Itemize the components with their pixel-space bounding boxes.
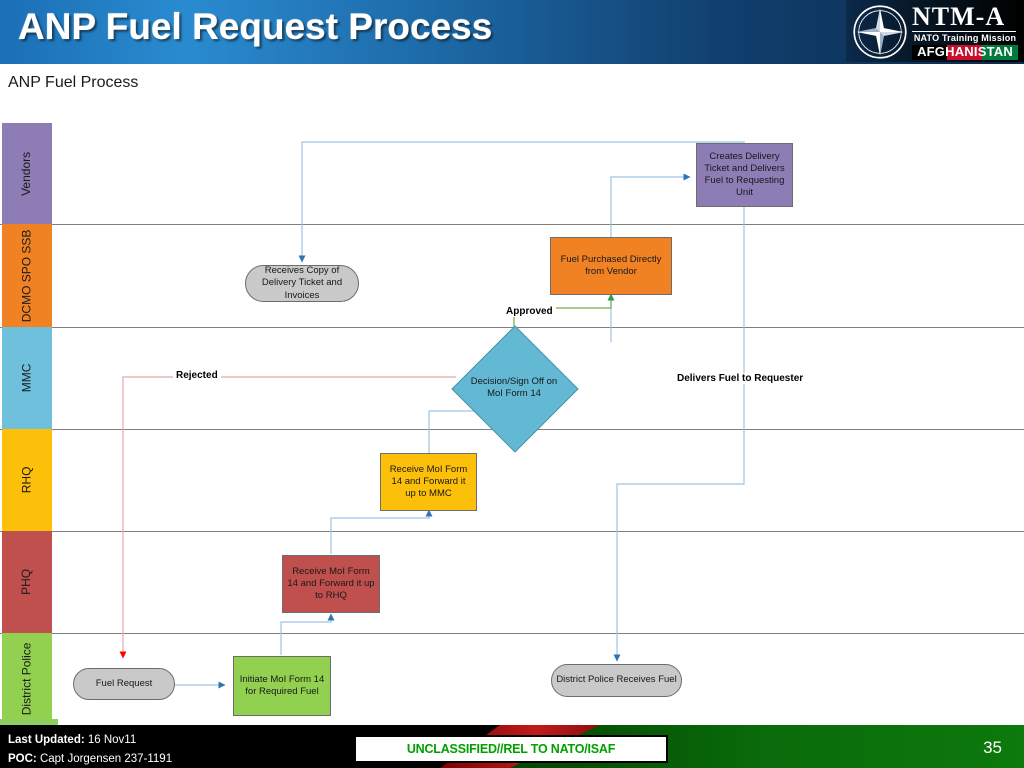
classification-banner: UNCLASSIFIED//REL TO NATO/ISAF — [354, 735, 668, 763]
last-updated-label: Last Updated: — [8, 734, 85, 746]
node-label: Fuel Request — [95, 677, 153, 689]
node-label: Creates Delivery Ticket and Delivers Fue… — [704, 150, 785, 199]
afghanistan-flag-bar — [912, 45, 1018, 60]
nato-compass-star-icon — [853, 5, 907, 59]
node-fuel-purchased-directly[interactable]: Fuel Purchased Directly from Vendor — [550, 237, 672, 295]
connector-label-rejected: Rejected — [173, 370, 221, 381]
logo-subtitle-mission: NATO Training Mission — [913, 33, 1017, 43]
swimlane-band-rhq: RHQ — [2, 429, 52, 531]
swimlane-label-mmc: MMC — [19, 363, 34, 393]
node-label: Decision/Sign Off on MoI Form 14 — [470, 375, 558, 399]
node-label: Receives Copy of Delivery Ticket and Inv… — [261, 265, 343, 301]
subtitle-band: ANP Fuel Process — [0, 64, 1024, 107]
swimlane-rhq: RHQ — [0, 429, 1024, 532]
swimlane-diagram: Vendors DCMO SPO SSB MMC RHQ PHQ Distric… — [0, 106, 1024, 725]
connector-label-approved: Approved — [503, 306, 556, 317]
swimlane-phq: PHQ — [0, 531, 1024, 634]
last-updated-value: 16 Nov11 — [87, 734, 137, 746]
node-label: Receive MoI Form 14 and Forward it up to… — [389, 463, 468, 500]
node-district-police-receives-fuel[interactable]: District Police Receives Fuel — [551, 664, 682, 697]
swimlane-label-district-police: District Police — [19, 642, 34, 716]
swimlane-band-district-police: District Police — [2, 633, 52, 725]
node-receive-moi-form-14-rhq[interactable]: Receive MoI Form 14 and Forward it up to… — [282, 555, 380, 613]
node-label: Initiate MoI Form 14 for Required Fuel — [239, 673, 325, 697]
poc-row: POC: Capt Jorgensen 237-1191 — [8, 750, 172, 768]
swimlane-district-police: District Police — [0, 633, 1024, 725]
node-creates-delivery-ticket[interactable]: Creates Delivery Ticket and Delivers Fue… — [696, 143, 793, 207]
swimlane-band-mmc: MMC — [2, 327, 52, 429]
node-decision-sign-off[interactable]: Decision/Sign Off on MoI Form 14 — [451, 325, 579, 453]
diagram-subtitle: ANP Fuel Process — [8, 74, 139, 91]
connector-label-delivers-fuel: Delivers Fuel to Requester — [674, 373, 807, 384]
node-label: District Police Receives Fuel — [556, 674, 677, 686]
logo-divider — [912, 31, 1016, 32]
node-receive-moi-form-14-mmc[interactable]: Receive MoI Form 14 and Forward it up to… — [380, 453, 477, 511]
node-label: Fuel Purchased Directly from Vendor — [560, 253, 662, 277]
swimlane-label-vendors: Vendors — [19, 151, 34, 196]
logo-subtitle-country: AFGHANISTAN — [917, 44, 1013, 59]
page-number: 35 — [983, 738, 1002, 757]
page-title: ANP Fuel Request Process — [18, 6, 493, 47]
last-updated-row: Last Updated: 16 Nov11 — [8, 731, 172, 750]
poc-value: Capt Jorgensen 237-1191 — [39, 752, 173, 765]
footer-green-tab — [0, 719, 58, 727]
swimlane-band-vendors: Vendors — [2, 123, 52, 224]
swimlane-vendors: Vendors — [0, 123, 1024, 225]
poc-label: POC: — [8, 752, 37, 765]
swimlane-label-phq: PHQ — [19, 568, 34, 595]
swimlane-label-rhq: RHQ — [19, 466, 34, 494]
node-fuel-request[interactable]: Fuel Request — [73, 668, 175, 700]
swimlane-band-phq: PHQ — [2, 531, 52, 633]
classification-text: UNCLASSIFIED//REL TO NATO/ISAF — [406, 742, 616, 756]
node-receives-copy-delivery-ticket[interactable]: Receives Copy of Delivery Ticket and Inv… — [245, 265, 359, 302]
node-initiate-moi-form-14[interactable]: Initiate MoI Form 14 for Required Fuel — [233, 656, 331, 716]
ntm-a-logo: NTM-A NATO Training Mission AFGHANISTAN — [846, 0, 1024, 62]
swimlane-band-dcmo: DCMO SPO SSB — [2, 224, 52, 327]
swimlane-label-dcmo: DCMO SPO SSB — [19, 229, 34, 322]
logo-wordmark: NTM-A — [912, 2, 1006, 31]
node-label: Receive MoI Form 14 and Forward it up to… — [287, 565, 375, 602]
slide-header: ANP Fuel Request Process NTM-A NATO Trai… — [0, 0, 1024, 64]
footer-metadata: Last Updated: 16 Nov11 POC: Capt Jorgens… — [8, 731, 172, 768]
